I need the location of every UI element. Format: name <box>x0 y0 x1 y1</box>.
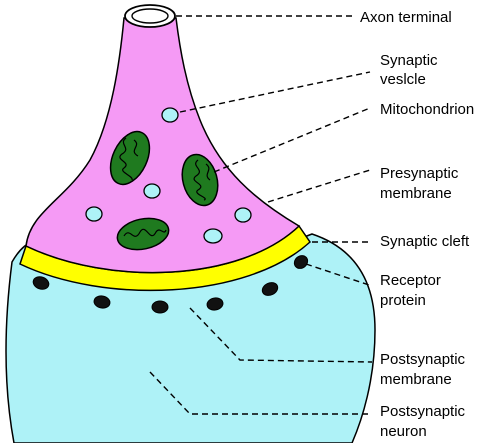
receptor-protein <box>151 300 169 314</box>
label-presynaptic-membrane-1: Presynaptic <box>380 165 459 182</box>
vesicle <box>234 207 252 223</box>
label-mitochondrion: Mitochondrion <box>380 101 474 118</box>
axon-opening-inner <box>131 8 169 24</box>
vesicle <box>203 228 223 244</box>
label-receptor-protein-2: protein <box>380 292 426 309</box>
leader-presynaptic-membrane <box>267 169 371 203</box>
receptor-protein <box>93 295 111 309</box>
vesicle <box>161 107 179 123</box>
leader-synaptic-vesicle <box>179 71 371 113</box>
mitochondrion <box>109 130 151 186</box>
label-synaptic-cleft: Synaptic cleft <box>380 233 470 250</box>
receptor-protein <box>293 255 309 269</box>
label-postsynaptic-neuron-1: Postsynaptic <box>380 403 466 420</box>
label-presynaptic-membrane-2: membrane <box>380 185 452 202</box>
receptor-protein <box>206 297 224 311</box>
vesicle <box>143 183 161 199</box>
synaptic-vesicles <box>85 107 252 244</box>
leader-receptor-protein <box>305 263 373 287</box>
mitochondrion <box>181 153 219 207</box>
label-synaptic-vesicle-1: Synaptic <box>380 52 438 69</box>
receptor-protein <box>32 276 50 290</box>
label-synaptic-vesicle-2: veslcle <box>380 71 426 88</box>
label-receptor-protein-1: Receptor <box>380 272 441 289</box>
receptor-proteins <box>32 255 309 314</box>
mitochondrion <box>116 217 170 251</box>
label-postsynaptic-membrane-2: membrane <box>380 371 452 388</box>
leader-lines <box>149 15 373 415</box>
vesicle <box>85 206 103 222</box>
leader-postsynaptic-membrane <box>189 307 373 363</box>
label-postsynaptic-neuron-2: neuron <box>380 423 427 440</box>
label-axon-terminal: Axon terminal <box>360 9 452 26</box>
leader-mitochondrion <box>213 107 371 173</box>
receptor-protein <box>261 282 279 296</box>
label-postsynaptic-membrane-1: Postsynaptic <box>380 351 466 368</box>
